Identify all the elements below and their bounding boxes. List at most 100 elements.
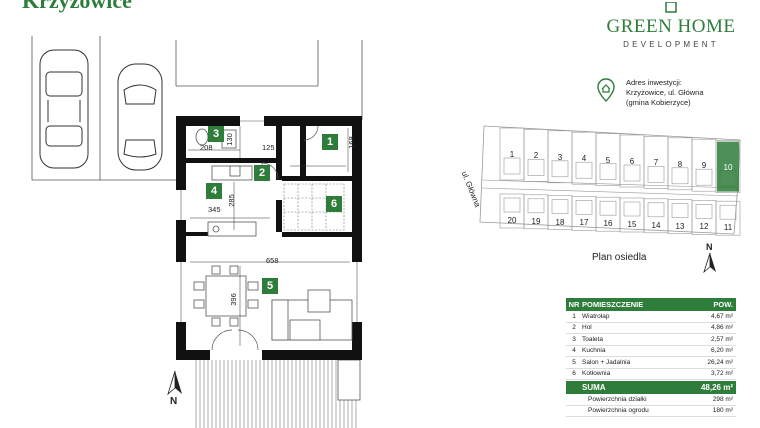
house-top-5 xyxy=(599,163,617,180)
room-badge-3: 3 xyxy=(208,126,224,142)
room-badge-5: 5 xyxy=(262,278,278,294)
lot-label-bottom: 19 xyxy=(531,216,541,226)
dim-208: 208 xyxy=(200,143,213,152)
lot-label-top: 10 xyxy=(723,162,733,172)
house-logo-icon xyxy=(665,2,677,13)
investment-address: Adres inwestycji: Krzyżowice, ul. Główna… xyxy=(626,78,704,108)
dim-130: 130 xyxy=(224,133,234,146)
cell-nr: 6 xyxy=(572,370,576,378)
cell-name: Salon + Jadalnia xyxy=(582,358,631,366)
location-pin-icon xyxy=(597,78,615,102)
house-top-2 xyxy=(527,159,545,176)
lot-label-top: 8 xyxy=(677,159,683,169)
room-badge-2: 2 xyxy=(254,165,270,181)
site-plan-label: Plan osiedla xyxy=(592,252,647,263)
address-line-2: Krzyżowice, ul. Główna xyxy=(626,88,704,97)
dim-168: 168 xyxy=(346,136,356,149)
extra-name: Powierzchnia ogrodu xyxy=(588,407,649,415)
house-top-4 xyxy=(575,161,593,179)
brand-sub: DEVELOPMENT xyxy=(623,40,719,49)
sofa xyxy=(271,289,353,341)
garden-deck xyxy=(195,360,357,428)
house-top-8 xyxy=(671,167,689,185)
cell-name: Hol xyxy=(582,324,592,332)
extra-value: 180 m² xyxy=(712,407,733,415)
cell-nr: 2 xyxy=(572,324,576,332)
house-bottom-14 xyxy=(647,202,665,218)
dining-table xyxy=(193,265,259,327)
lot-label-top: 4 xyxy=(581,154,587,164)
lot-label-top: 6 xyxy=(629,157,635,166)
lot-label-bottom: 14 xyxy=(651,220,661,230)
table-row: 6 Kotłownia 3,72 m² xyxy=(566,369,736,380)
house-bottom-17 xyxy=(575,200,593,215)
cell-name: Kotłownia xyxy=(582,370,611,378)
lot-label-top: 9 xyxy=(701,161,707,171)
lot-label-bottom: 15 xyxy=(627,220,637,229)
lot-bottom-11 xyxy=(715,200,741,236)
dim-396: 396 xyxy=(228,293,238,306)
table-header: NR POMIESZCZENIE POW. xyxy=(566,298,736,311)
sum-value: 48,26 m² xyxy=(700,383,733,392)
lot-label-bottom: 18 xyxy=(555,217,565,227)
house-bottom-16 xyxy=(599,200,617,216)
site-north-label: N xyxy=(706,242,713,252)
lot-label-top: 2 xyxy=(533,151,539,161)
house-top-9 xyxy=(695,168,713,186)
page-title: Krzyżowice xyxy=(22,0,132,13)
cell-nr: 5 xyxy=(572,358,576,366)
lot-label-top: 3 xyxy=(557,152,563,162)
cell-area: 4,67 m² xyxy=(710,312,733,320)
house-top-3 xyxy=(551,160,569,178)
lot-label-bottom: 20 xyxy=(507,216,517,225)
dim-125: 125 xyxy=(262,143,275,152)
car-left-icon xyxy=(39,49,89,169)
floor-north-label: N xyxy=(170,396,178,407)
house-bottom-18 xyxy=(551,199,569,214)
house-top-6 xyxy=(623,164,641,182)
lot-top-10 xyxy=(715,140,741,193)
header-area: POW. xyxy=(713,300,733,309)
lot-label-bottom: 12 xyxy=(699,222,709,232)
highlight-lot xyxy=(717,141,739,192)
cell-area: 2,57 m² xyxy=(710,335,733,343)
floor-plan xyxy=(31,36,363,428)
house-bottom-20 xyxy=(503,197,521,213)
brand-name: GREEN HOME xyxy=(606,16,736,37)
header-room: POMIESZCZENIE xyxy=(582,300,644,309)
house-bottom-19 xyxy=(527,198,545,214)
extra-row: Powierzchnia ogrodu 180 m² xyxy=(566,406,736,417)
north-arrow-icon xyxy=(703,252,716,274)
lot-label-top: 1 xyxy=(509,150,515,159)
lot-label-bottom: 17 xyxy=(579,218,589,228)
extra-name: Powierzchnia działki xyxy=(588,395,647,403)
cell-name: Toaleta xyxy=(582,335,603,343)
floor-north-arrow: N xyxy=(164,370,186,412)
cell-area: 3,72 m² xyxy=(710,370,733,378)
lot-label-bottom: 11 xyxy=(723,223,733,233)
table-sum-row: SUMA 48,26 m² xyxy=(566,381,736,394)
cell-name: Wiatrołap xyxy=(582,312,610,320)
parking-area xyxy=(31,36,363,181)
address-line-1: Adres inwestycji: xyxy=(626,78,682,87)
room-badge-1: 1 xyxy=(322,134,338,150)
header-nr: NR xyxy=(568,300,580,309)
cell-area: 26,24 m² xyxy=(707,358,733,366)
house-bottom-15 xyxy=(623,201,641,217)
table-row: 5 Salon + Jadalnia 26,24 m² xyxy=(566,357,736,369)
brand-logo: GREEN HOME DEVELOPMENT xyxy=(596,2,746,49)
north-arrow-icon xyxy=(167,370,182,396)
cell-area: 6,20 m² xyxy=(710,347,733,355)
lot-label-bottom: 16 xyxy=(603,219,613,229)
table-row: 3 Toaleta 2,57 m² xyxy=(566,334,736,346)
house-bottom-13 xyxy=(671,203,689,218)
address-line-3: (gmina Kobierzyce) xyxy=(626,98,691,107)
cell-nr: 3 xyxy=(572,335,576,343)
site-north-arrow: N xyxy=(700,242,720,276)
lot-label-top: 5 xyxy=(605,155,611,165)
cell-area: 4,86 m² xyxy=(710,324,733,332)
